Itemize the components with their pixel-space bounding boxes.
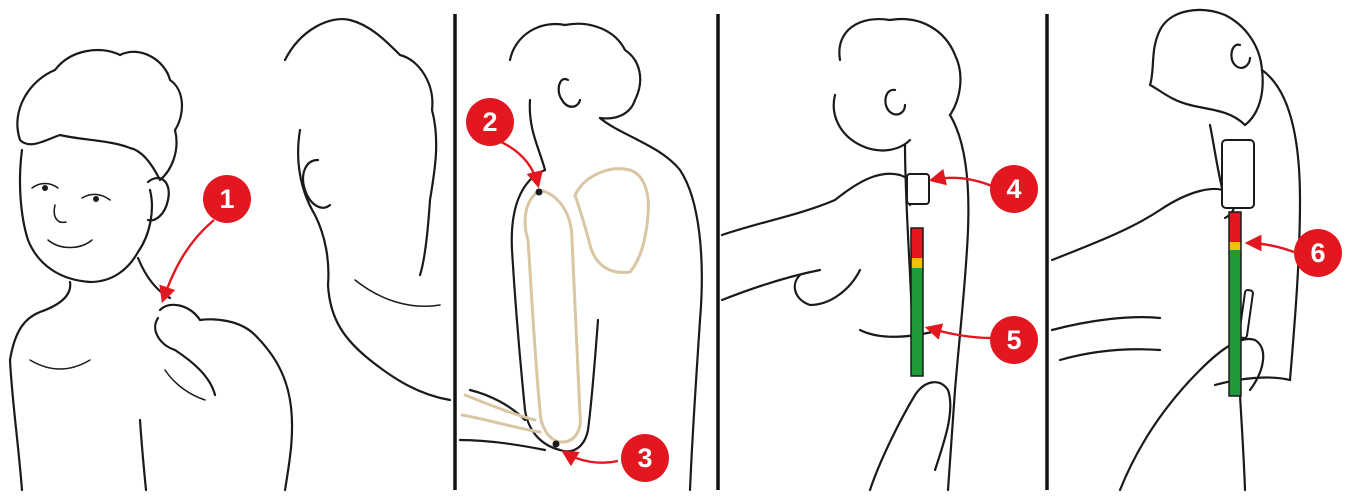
marker-1: 1 [203,175,251,223]
adult-arm-panel-4 [1052,317,1160,330]
marker-4: 4 [990,165,1038,213]
panel-3-position-tape [722,19,968,490]
tape-red-zone-panel-3 [911,228,923,258]
child-forearm-bottom [460,440,545,450]
tape-red-zone-panel-4 [1229,212,1241,242]
child-waist-panel-4 [1215,378,1290,385]
tape-yellow-zone-panel-3 [911,258,923,268]
adult-knuckle [165,370,205,400]
child-head-panel-3 [839,19,960,115]
svg-text:4: 4 [1006,174,1021,204]
child-nose [54,205,66,222]
child-hair [17,50,182,180]
acromion-point [536,189,543,196]
svg-text:1: 1 [219,184,234,214]
svg-text:3: 3 [637,443,652,473]
child-face-panel-4 [1150,30,1245,125]
child-back-panel-2 [600,118,702,490]
tape-slot-panel-4 [1222,140,1254,208]
arrow-3 [564,452,618,463]
child-pupil-right [93,196,99,202]
child-chest [30,360,90,369]
child-ear-panel-2 [559,79,580,107]
svg-text:6: 6 [1310,238,1325,268]
child-torso-right [140,420,146,490]
child-leg-panel-4 [1240,395,1245,490]
child-ear-panel-4 [1231,45,1250,68]
marker-6: 6 [1294,229,1342,277]
marker-3: 3 [621,434,669,482]
panel-4-read-measurement [1052,10,1300,490]
arrow-4 [932,178,992,186]
child-pupil-left [42,185,48,191]
svg-text:5: 5 [1006,325,1021,355]
child-hand-panel-3 [795,270,860,305]
adult-hand-bottom-panel-3 [870,382,950,490]
adult-hand-panel-1 [160,305,292,490]
humerus-bone [525,190,580,442]
child-arm-outline [512,170,560,450]
marker-2: 2 [466,98,514,146]
child-head-panel-4 [1160,10,1263,125]
tape-slot-panel-3 [907,174,929,204]
adult-head-back [285,19,436,275]
olecranon-point [553,441,560,448]
child-face [20,150,152,282]
child-back-panel-3 [948,115,968,490]
tape-green-zone-panel-3 [911,268,923,376]
adult-collar [355,280,440,306]
child-back-panel-4 [1262,70,1300,380]
child-ear-panel-3 [885,90,905,115]
tape-yellow-zone-panel-4 [1229,242,1241,250]
child-torso-left [10,360,22,490]
scapula-bone [575,169,648,273]
adult-forearm-panel-4 [1060,349,1160,360]
child-waist-panel-3 [860,330,940,337]
child-mouth [48,240,92,248]
adult-hand-top-panel-3 [722,174,914,235]
panel-1-locate-shoulder [10,19,450,490]
marker-5: 5 [990,316,1038,364]
adult-arm-panel-3 [722,270,820,300]
child-neck-left [10,282,70,360]
arrow-6 [1248,243,1294,252]
child-neck-panel-2 [530,100,545,170]
adult-finger [155,318,215,395]
arrow-1 [163,220,214,300]
svg-text:2: 2 [482,107,497,137]
adult-hand-top-panel-4 [1052,189,1234,260]
tape-green-zone-panel-4 [1229,250,1241,396]
adult-shoulder [328,285,450,400]
panel-2-find-midpoint [460,24,702,490]
child-face-panel-3 [834,95,910,150]
